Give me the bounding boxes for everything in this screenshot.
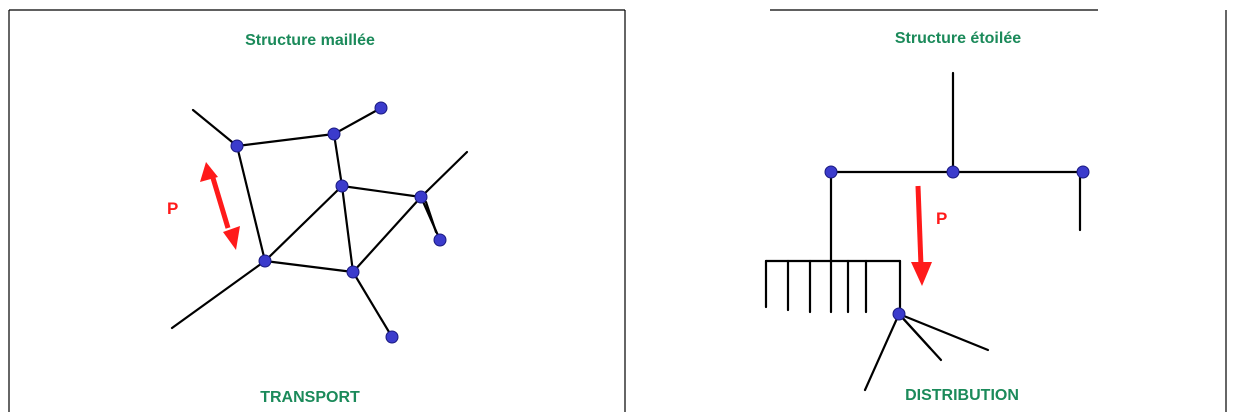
mesh-node — [335, 179, 349, 193]
mesh-edge — [170, 259, 267, 330]
star-node — [946, 165, 960, 179]
mesh-edge — [235, 132, 336, 148]
mesh-edge — [351, 270, 394, 339]
mesh-node — [346, 265, 360, 279]
star-network — [764, 71, 1085, 392]
right-panel-title: Structure étoilée — [894, 30, 1022, 47]
mesh-edge — [191, 108, 239, 148]
mesh-edge — [351, 195, 423, 274]
mesh-node — [327, 127, 341, 141]
arrowhead-down — [223, 226, 240, 250]
mesh-edge — [332, 106, 383, 136]
mesh-edge — [332, 132, 344, 188]
mesh-node — [374, 101, 388, 115]
fan-edge — [897, 312, 990, 352]
star-node — [892, 307, 906, 321]
mesh-edge — [419, 150, 469, 199]
right-panel-caption: DISTRIBUTION — [905, 387, 1019, 404]
arrowhead-up — [200, 162, 218, 182]
mesh-edge — [235, 144, 267, 263]
mesh-nodes — [230, 101, 447, 344]
mesh-network — [170, 106, 469, 339]
mesh-edge — [340, 184, 423, 199]
mesh-node — [433, 233, 447, 247]
mesh-node — [385, 330, 399, 344]
star-node — [824, 165, 838, 179]
mesh-node — [414, 190, 428, 204]
fan-edge — [897, 312, 932, 350]
power-flow-arrow-bidirectional — [200, 162, 240, 250]
star-node — [1076, 165, 1090, 179]
mesh-edge — [340, 184, 355, 274]
mesh-edge — [263, 184, 344, 263]
panel-borders — [8, 9, 1227, 412]
mesh-edge — [424, 200, 438, 234]
mesh-node — [258, 254, 272, 268]
power-flow-arrow-down — [911, 185, 932, 286]
fan-edge — [863, 312, 901, 392]
left-arrow-label: P — [167, 199, 179, 218]
arrowhead-down — [911, 262, 932, 286]
mesh-node — [230, 139, 244, 153]
right-arrow-label: P — [936, 209, 948, 228]
mesh-edge — [263, 259, 355, 274]
star-nodes — [824, 165, 1090, 321]
left-panel-caption: TRANSPORT — [260, 389, 360, 406]
left-panel-title: Structure maillée — [245, 32, 375, 49]
